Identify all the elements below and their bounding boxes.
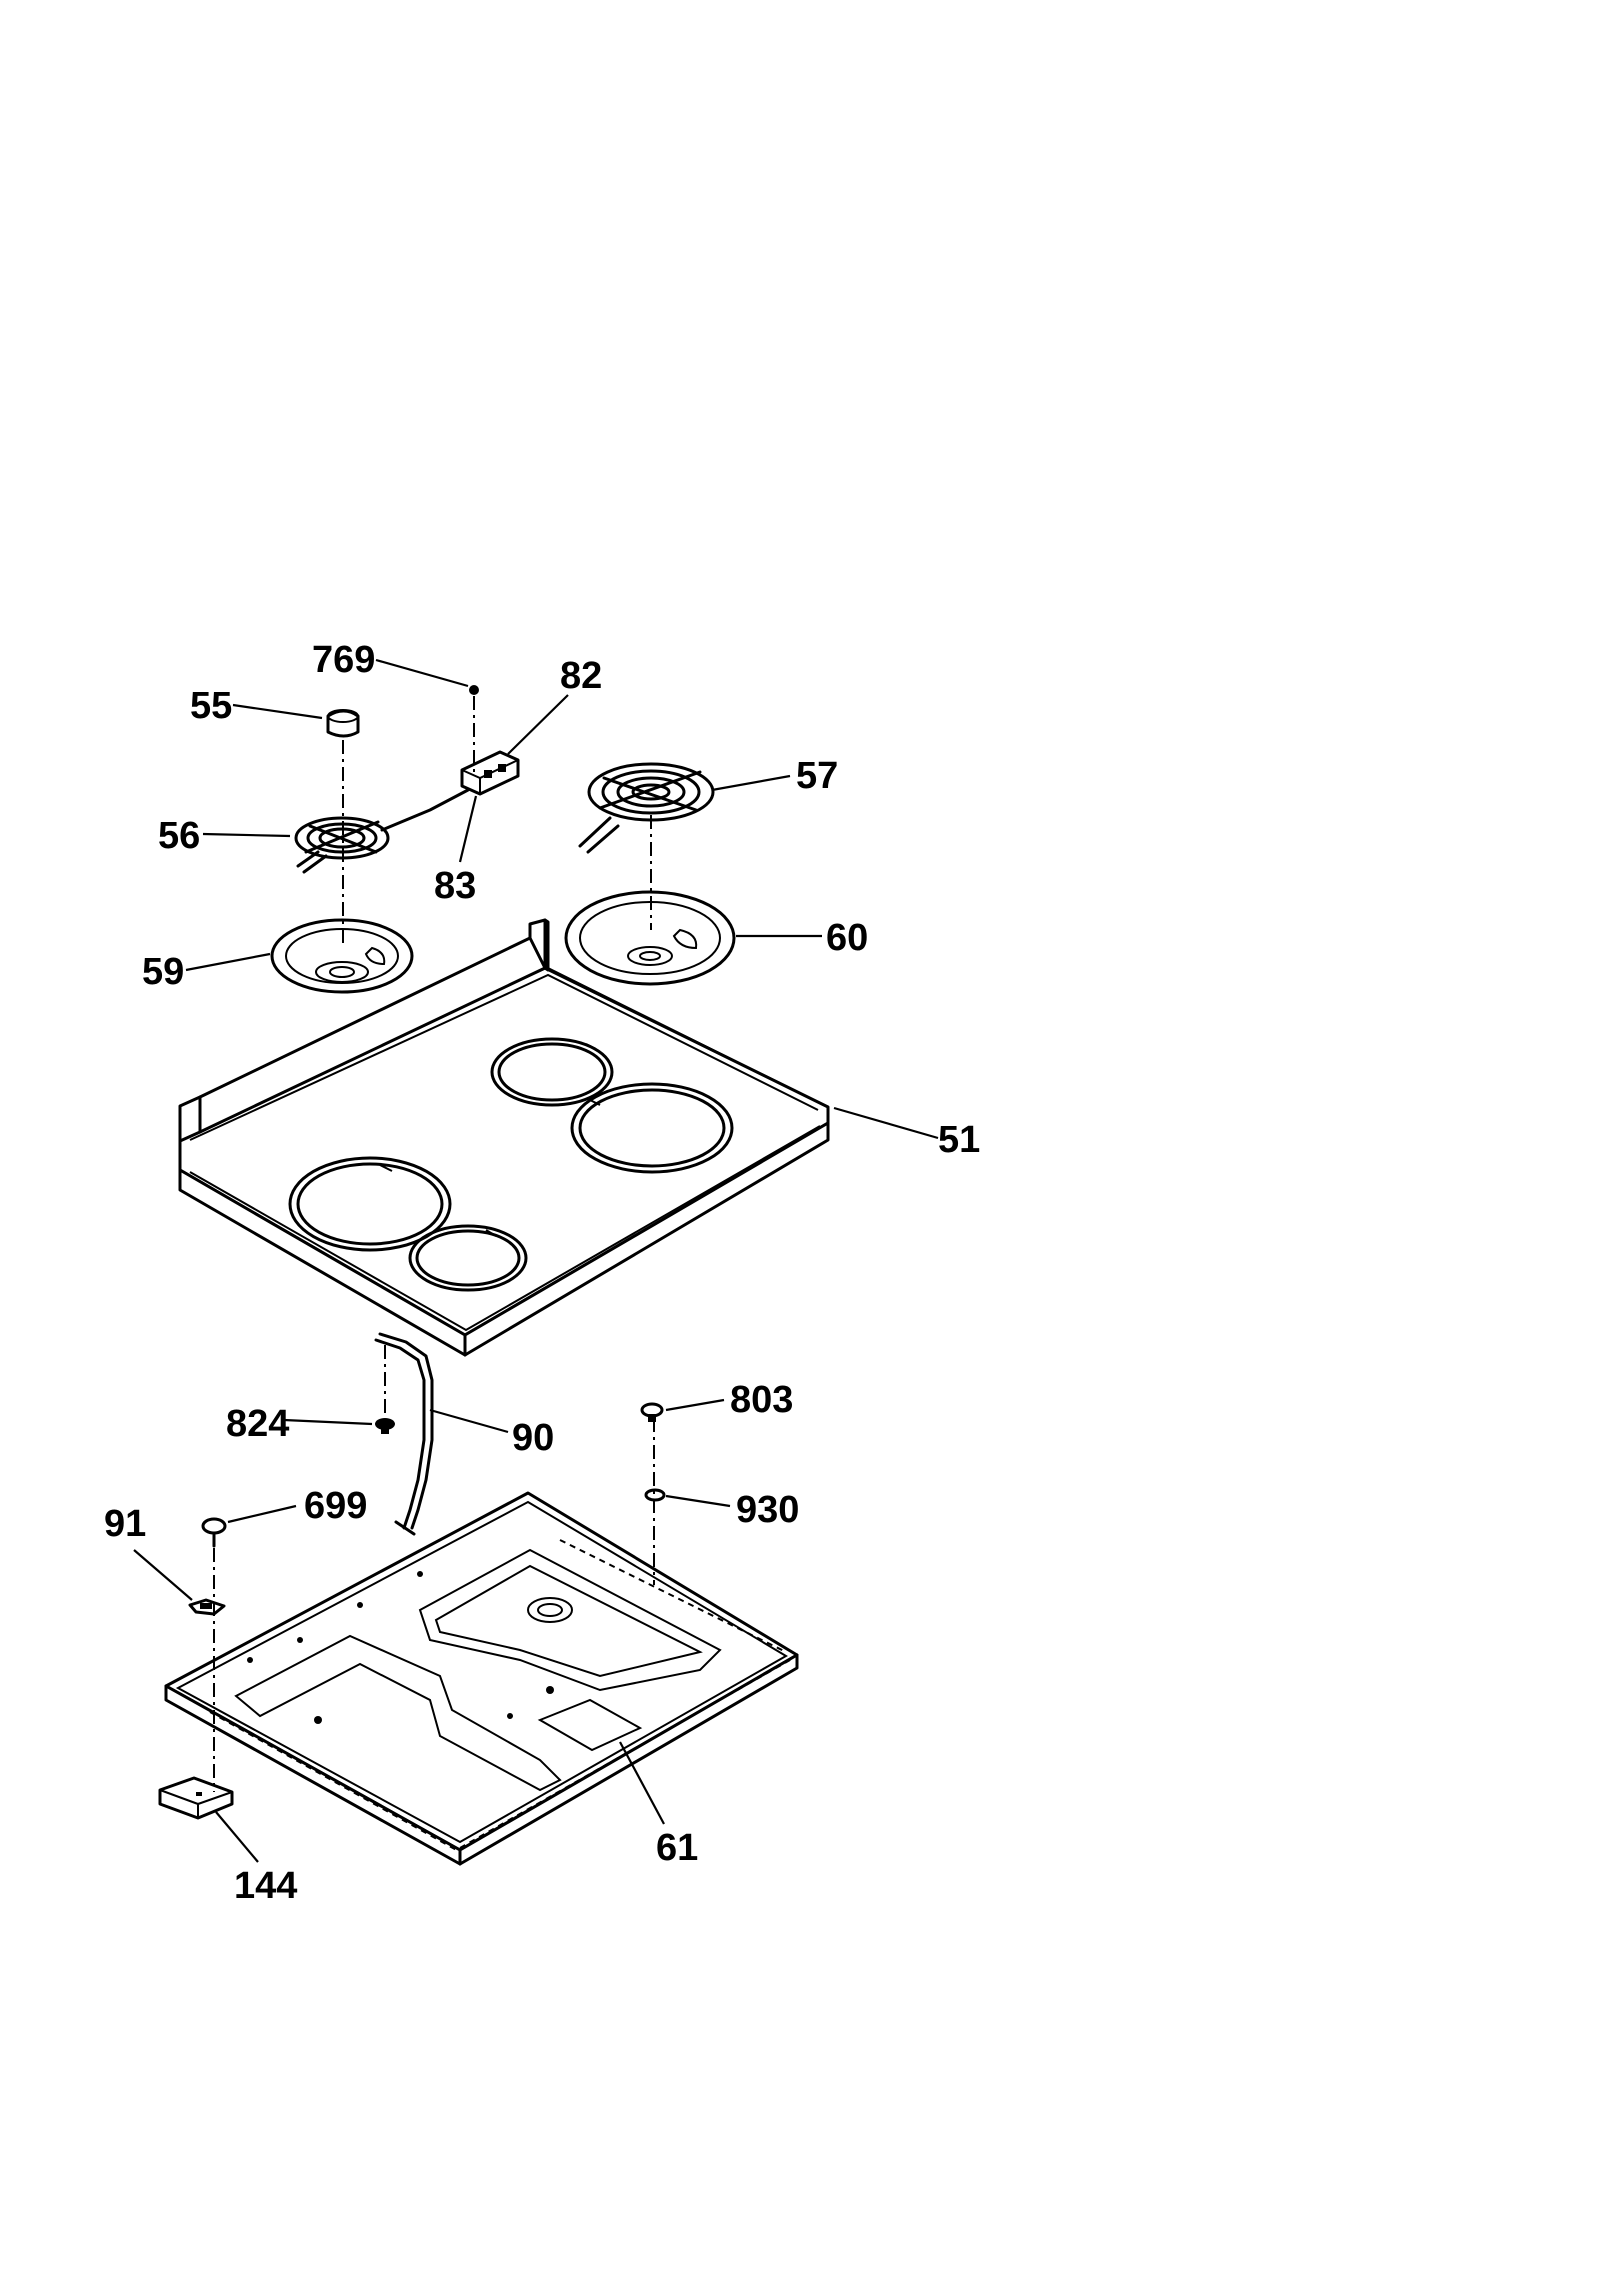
assembly-center-lines <box>213 696 655 1792</box>
part-59-small-drip-bowl <box>270 918 414 994</box>
part-51-cooktop <box>178 918 830 1357</box>
part-82-terminal-block <box>460 750 520 796</box>
part-callouts: 769 82 55 57 56 83 60 59 51 803 824 90 9… <box>104 639 980 1907</box>
part-56-small-element <box>294 788 470 874</box>
callout-51: 51 <box>938 1119 980 1161</box>
callout-824: 824 <box>226 1403 289 1445</box>
callout-803: 803 <box>730 1379 793 1421</box>
part-55-cap <box>326 709 360 738</box>
part-57-large-element <box>578 762 715 854</box>
callout-91: 91 <box>104 1503 146 1545</box>
callout-930: 930 <box>736 1489 799 1531</box>
part-91-clip <box>188 1598 226 1616</box>
callout-57: 57 <box>796 755 838 797</box>
callout-90: 90 <box>512 1417 554 1459</box>
part-769-screw <box>469 685 479 695</box>
callout-83: 83 <box>434 865 476 907</box>
part-60-large-drip-bowl <box>564 890 736 986</box>
callout-61: 61 <box>656 1827 698 1869</box>
part-824-screw <box>375 1418 395 1434</box>
callout-82: 82 <box>560 655 602 697</box>
part-699-screw <box>201 1517 227 1548</box>
callout-699: 699 <box>304 1485 367 1527</box>
part-144-bracket <box>158 1776 234 1820</box>
callout-55: 55 <box>190 685 232 727</box>
callout-60: 60 <box>826 917 868 959</box>
part-61-burner-box <box>164 1491 799 1866</box>
callout-144: 144 <box>234 1865 297 1907</box>
leader-lines <box>133 658 939 1863</box>
part-803-screw <box>640 1402 664 1422</box>
callout-769: 769 <box>312 639 375 681</box>
callout-56: 56 <box>158 815 200 857</box>
callout-59: 59 <box>142 951 184 993</box>
